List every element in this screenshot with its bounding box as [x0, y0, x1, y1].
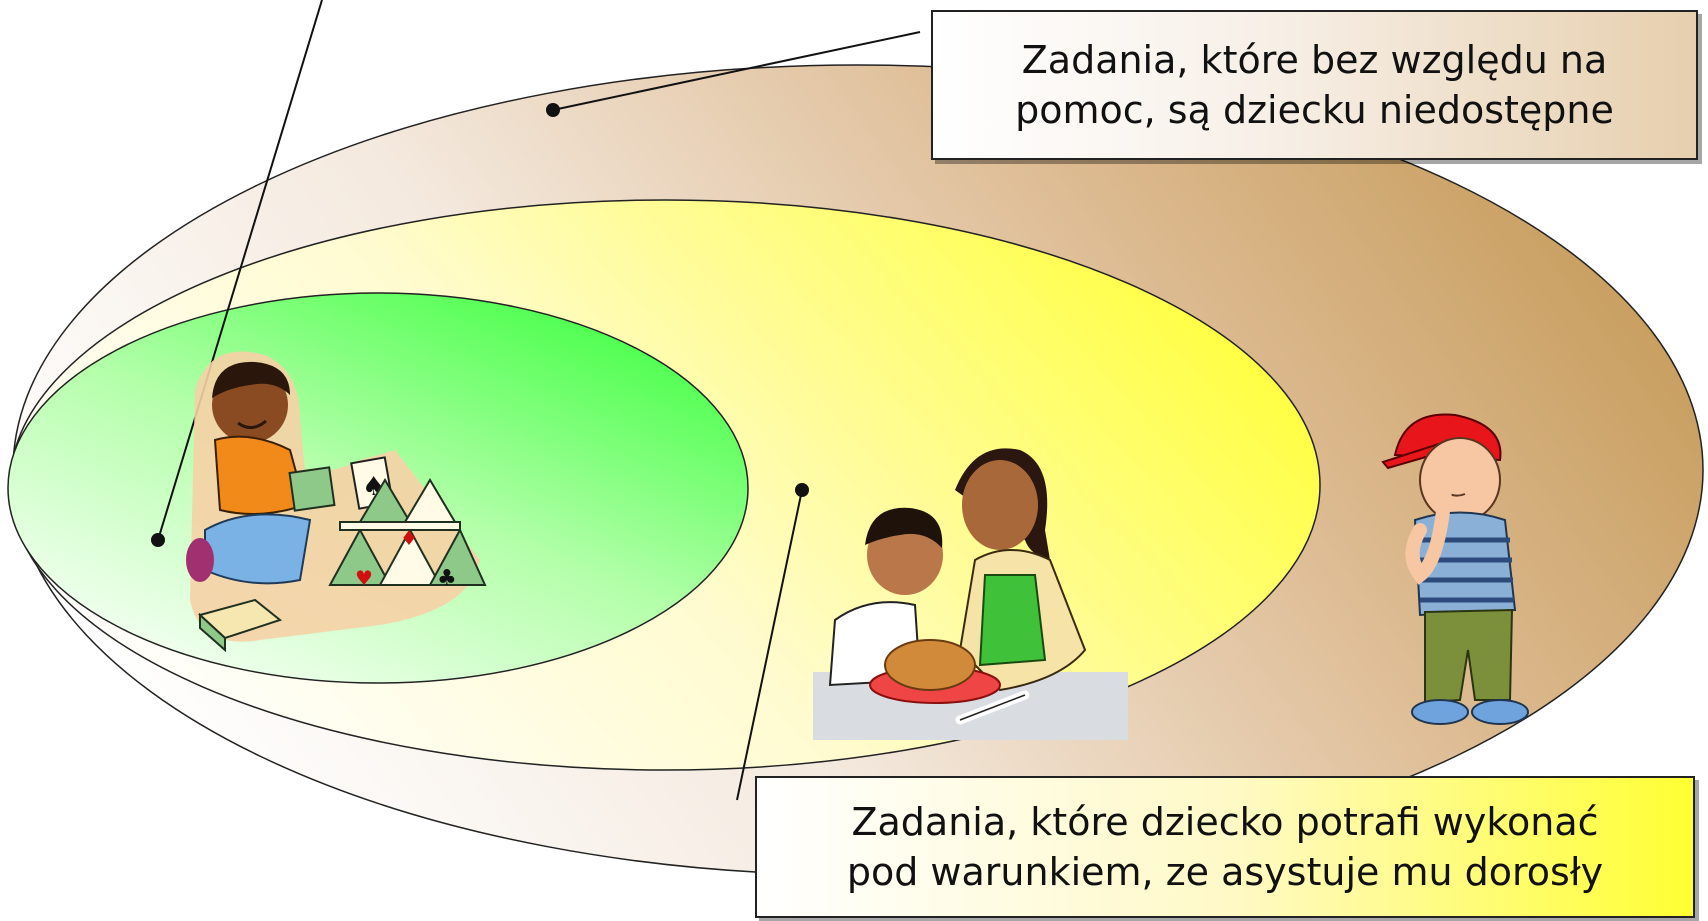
middle-zone-label: Zadania, które dziecko potrafi wykonać p… [755, 776, 1695, 918]
helping-icon [813, 448, 1128, 740]
thinking-child-icon [1381, 413, 1529, 725]
leader-dot-middle [795, 483, 809, 497]
outer-zone-label-line-1: Zadania, które bez względu na [1021, 38, 1608, 82]
leader-dot-outer [546, 103, 560, 117]
leader-line-outer [552, 31, 921, 111]
leader-line-inner [157, 0, 323, 541]
outer-zone-label-line-2: pomoc, są dziecku niedostępne [1015, 88, 1614, 132]
leader-dot-inner [151, 533, 165, 547]
middle-zone-label-line-1: Zadania, które dziecko potrafi wykonać [851, 800, 1599, 844]
outer-zone-label: Zadania, które bez względu na pomoc, są … [931, 10, 1698, 160]
card-house-icon: ♠ ♦ ♥ ♣ [186, 351, 487, 653]
svg-text:♣: ♣ [437, 566, 457, 591]
middle-zone-label-line-2: pod warunkiem, ze asystuje mu dorosły [846, 850, 1604, 894]
svg-text:♥: ♥ [355, 566, 373, 590]
leader-line-middle [736, 489, 803, 801]
svg-text:♦: ♦ [400, 526, 418, 550]
